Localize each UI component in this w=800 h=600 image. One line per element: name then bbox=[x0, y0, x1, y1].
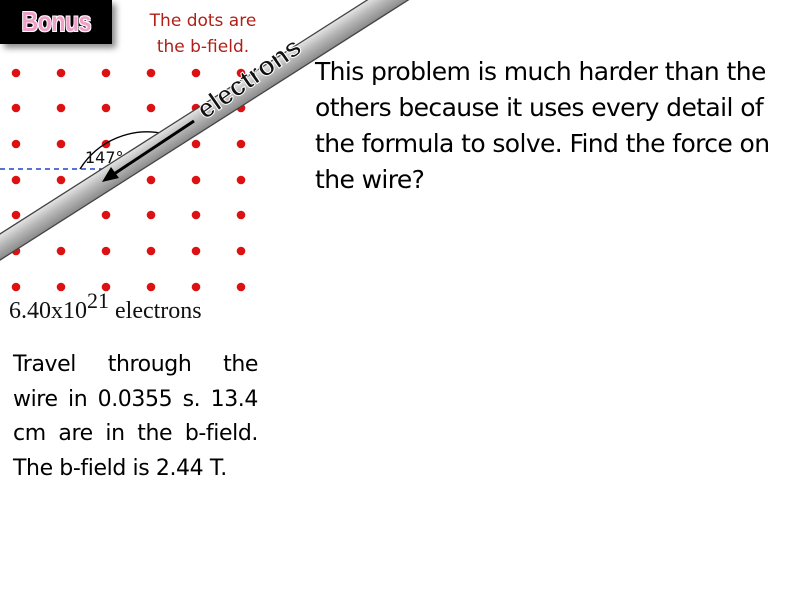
wire bbox=[0, 0, 421, 263]
field-dot bbox=[236, 282, 246, 292]
field-dot bbox=[56, 103, 66, 113]
field-dot bbox=[56, 139, 66, 149]
field-dot bbox=[11, 139, 21, 149]
angle-arc bbox=[79, 131, 166, 170]
field-dot bbox=[236, 210, 246, 220]
field-dot bbox=[236, 139, 246, 149]
field-note-line-2: the b-field. bbox=[156, 37, 250, 57]
field-dot bbox=[101, 103, 111, 113]
field-dot bbox=[11, 103, 21, 113]
field-dot bbox=[236, 68, 246, 78]
field-dot bbox=[191, 246, 201, 256]
field-dot bbox=[191, 282, 201, 292]
electron-count-mantissa: 6.40x10 bbox=[9, 298, 87, 324]
field-dot bbox=[146, 282, 156, 292]
electron-count-unit: electrons bbox=[115, 298, 202, 324]
field-dot bbox=[101, 246, 111, 256]
electron-count-exponent: 21 bbox=[87, 288, 109, 313]
field-dot bbox=[191, 175, 201, 185]
field-note-line-1: The dots are bbox=[149, 11, 257, 31]
field-dot bbox=[11, 68, 21, 78]
field-dot bbox=[56, 246, 66, 256]
field-dot bbox=[146, 175, 156, 185]
field-note: The dots are the b-field. bbox=[132, 8, 274, 60]
field-dot bbox=[236, 246, 246, 256]
field-dot bbox=[56, 282, 66, 292]
angle-label: 147° bbox=[85, 148, 124, 167]
problem-statement: This problem is much harder than the oth… bbox=[315, 57, 770, 194]
electron-count: 6.40x1021 electrons bbox=[9, 290, 202, 325]
field-dot bbox=[146, 68, 156, 78]
field-dot bbox=[146, 246, 156, 256]
field-dot bbox=[191, 139, 201, 149]
field-dot bbox=[236, 175, 246, 185]
field-dot bbox=[11, 175, 21, 185]
magnetic-field-dots bbox=[11, 68, 246, 292]
field-dot bbox=[11, 282, 21, 292]
electron-direction-arrow bbox=[102, 119, 195, 182]
field-dot bbox=[191, 68, 201, 78]
given-values: Travel through the wire in 0.0355 s. 13.… bbox=[13, 352, 258, 481]
bonus-badge: Bonus bbox=[0, 0, 112, 44]
field-dot bbox=[101, 68, 111, 78]
field-dot bbox=[101, 210, 111, 220]
field-dot bbox=[146, 210, 156, 220]
field-dot bbox=[101, 282, 111, 292]
bonus-label: Bonus bbox=[21, 6, 91, 37]
field-dot bbox=[191, 210, 201, 220]
field-dot bbox=[11, 210, 21, 220]
field-dot bbox=[146, 103, 156, 113]
field-dot bbox=[56, 175, 66, 185]
field-dot bbox=[56, 68, 66, 78]
